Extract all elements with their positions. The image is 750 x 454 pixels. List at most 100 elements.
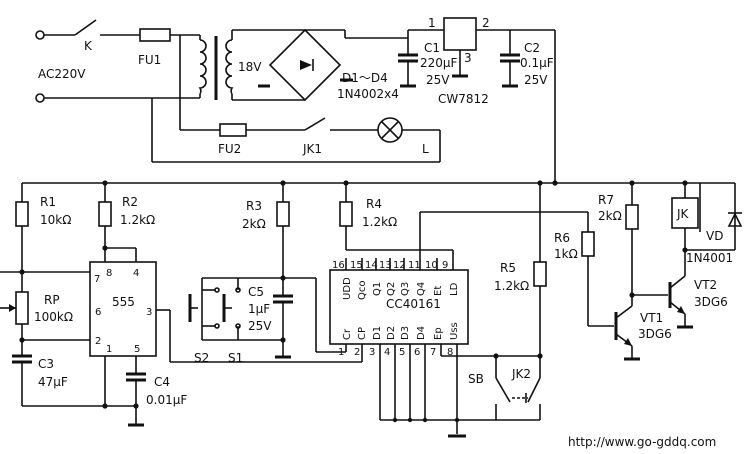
- potentiometer-rp: [15, 291, 29, 325]
- cc-sig-d3: D3: [400, 326, 411, 340]
- resistor-r7: [625, 204, 639, 230]
- c1-name: C1: [424, 41, 440, 55]
- r5-value: 1.2kΩ: [494, 279, 529, 293]
- r4-value: 1.2kΩ: [362, 215, 397, 229]
- vt2-part: 3DG6: [694, 295, 728, 309]
- cc-sig-ld: LD: [449, 282, 460, 296]
- supply-rails: [22, 30, 701, 232]
- cc-pin-9: 9: [442, 260, 448, 271]
- cc-pin-16: 16: [332, 260, 345, 271]
- cc-sig-ep: Ep: [433, 327, 444, 340]
- reset-network: R3 2kΩ S2 S1 C5 1μF 25V: [188, 183, 346, 365]
- lamp-load-circuit: FU2 JK1 L: [151, 35, 441, 163]
- resistor-r5: [533, 261, 547, 287]
- power-supply-filter: C1 220μF 25V 1 2 3 CW7812 C2 0.1μF 25V: [398, 16, 555, 106]
- resistor-r4: [339, 201, 353, 227]
- cc-pin-2: 2: [354, 347, 360, 358]
- c5-name: C5: [248, 285, 264, 299]
- c3-name: C3: [38, 357, 54, 371]
- jk2-label: JK2: [511, 367, 531, 381]
- vt1-name: VT1: [640, 311, 663, 325]
- counter-block: R4 1.2kΩ CC40161 16 15 14 13 12 11 10 9 …: [329, 183, 589, 438]
- timing-network: R1 10kΩ RP 100kΩ C3 47μF: [0, 183, 90, 406]
- c4-name: C4: [154, 375, 170, 389]
- cc-sig-cr: Cr: [342, 328, 353, 340]
- resistor-r2: [98, 201, 112, 227]
- top-signal-names: UDD Qco Q1 Q2 Q3 Q4 Et LD: [342, 277, 460, 300]
- ic-555-pin2: 2: [95, 336, 101, 347]
- timer-555-block: R2 1.2kΩ 555 7 8 4 6 3 2 1 5 C4 0.01μF: [22, 183, 363, 427]
- bottom-pins: 1 2 3 4 5 6 7 8: [338, 344, 458, 434]
- bridge-part-label: 1N4002x4: [337, 87, 399, 101]
- cc-sig-q4: Q4: [416, 282, 427, 296]
- c2-value: 0.1μF: [520, 56, 554, 70]
- diode-label: VD: [706, 229, 723, 243]
- c5-voltage: 25V: [248, 319, 272, 333]
- bridge-rectifier: D1～D4 1N4002x4: [268, 28, 408, 102]
- mains-label: AC220V: [38, 67, 86, 81]
- relay-coil-label: JK: [676, 207, 690, 221]
- ic-555-pin8: 8: [106, 268, 112, 279]
- fuse-fu2-label: FU2: [218, 142, 241, 156]
- resistor-r6: [581, 231, 595, 257]
- ic-555-pin1: 1: [106, 344, 112, 355]
- c1-voltage: 25V: [426, 73, 450, 87]
- c5-value: 1μF: [248, 302, 270, 316]
- regulator-pin3: 3: [464, 51, 472, 65]
- regulator-pin2: 2: [482, 16, 490, 30]
- switch-k-label: K: [84, 39, 93, 53]
- lamp-label: L: [422, 142, 429, 156]
- resistor-r3: [276, 201, 290, 227]
- watermark-url: http://www.go-gddq.com: [568, 435, 716, 449]
- c4-value: 0.01μF: [146, 393, 187, 407]
- c3-value: 47μF: [38, 375, 68, 389]
- transistor-vt2: [668, 275, 693, 329]
- cc-sig-cp: CP: [357, 327, 368, 340]
- r2-name: R2: [122, 195, 138, 209]
- cc-pin-15: 15: [350, 260, 363, 271]
- cc-sig-d1: D1: [372, 326, 383, 340]
- cc-pin-7: 7: [430, 347, 436, 358]
- r2-value: 1.2kΩ: [120, 213, 155, 227]
- cc-sig-d4: D4: [416, 326, 427, 340]
- bottom-signal-names: Cr CP D1 D2 D3 D4 Ep Uss: [342, 322, 460, 340]
- ic-555-pin3: 3: [146, 307, 152, 318]
- transistor-vt1: [614, 305, 640, 361]
- vt2-name: VT2: [694, 278, 717, 292]
- r1-name: R1: [40, 195, 56, 209]
- cc-pin-5: 5: [399, 347, 405, 358]
- bridge-name-label: D1～D4: [342, 71, 388, 85]
- cc-pin-3: 3: [369, 347, 375, 358]
- r6-value: 1kΩ: [554, 247, 578, 261]
- regulator-name: CW7812: [438, 92, 489, 106]
- top-pins: 16 15 14 13 12 11 10 9: [332, 258, 454, 271]
- regulator-ic: [443, 17, 477, 51]
- s2-label: S2: [194, 351, 209, 365]
- cc-pin-4: 4: [384, 347, 390, 358]
- pushbutton-sb[interactable]: [495, 356, 511, 420]
- pushbutton-s2[interactable]: [188, 287, 220, 329]
- cc-pin-14: 14: [365, 260, 378, 271]
- cc-sig-qco: Qco: [357, 281, 368, 301]
- transformer: 18V: [198, 29, 305, 101]
- rp-value: 100kΩ: [34, 310, 73, 324]
- cc-pin-10: 10: [425, 260, 438, 271]
- ic-cc40161-name: CC40161: [386, 297, 441, 311]
- mains-input: AC220V K FU1: [35, 19, 201, 103]
- flyback-diode-vd: [727, 212, 743, 227]
- ic-555-pin7: 7: [94, 274, 100, 285]
- ic-555: [89, 261, 157, 357]
- cc-sig-q2: Q2: [386, 282, 397, 296]
- sb-label: SB: [468, 372, 484, 386]
- cc-sig-q1: Q1: [372, 282, 383, 296]
- ic-555-pin6: 6: [95, 307, 101, 318]
- r3-name: R3: [246, 199, 262, 213]
- vt1-part: 3DG6: [638, 327, 672, 341]
- r7-value: 2kΩ: [598, 209, 622, 223]
- cc-sig-uss: Uss: [449, 322, 460, 340]
- pushbutton-s1[interactable]: [222, 278, 241, 340]
- diode-part-label: 1N4001: [686, 251, 733, 265]
- relay-contact-jk2: [512, 356, 541, 420]
- r5-name: R5: [500, 261, 516, 275]
- cc-pin-11: 11: [408, 260, 421, 271]
